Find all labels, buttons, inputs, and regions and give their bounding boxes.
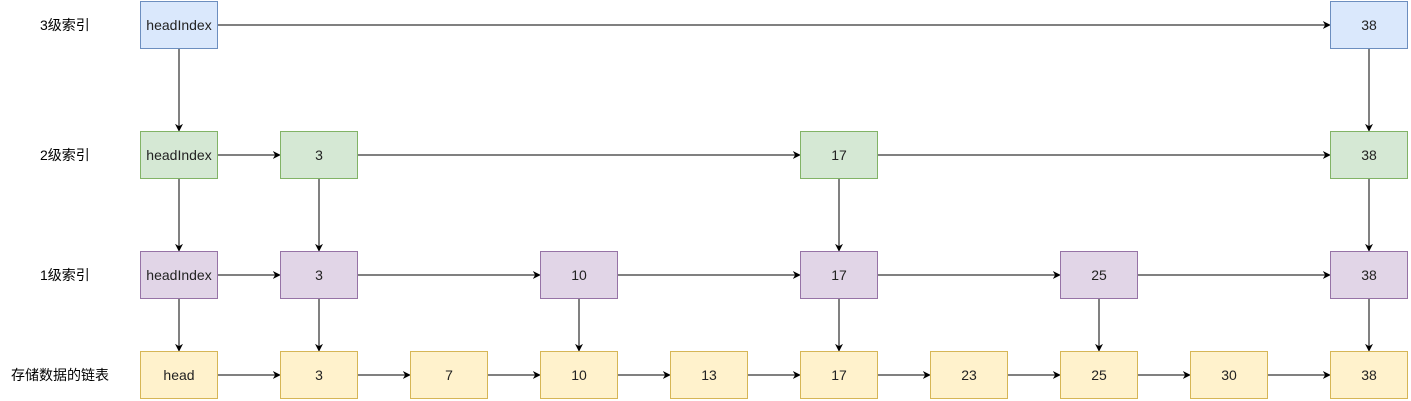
- l2-node-17: 17: [800, 131, 878, 179]
- level1-label: 1级索引: [40, 267, 90, 283]
- data-node-30: 30: [1190, 351, 1268, 399]
- level2-label: 2级索引: [40, 147, 90, 163]
- l1-node-headindex: headIndex: [140, 251, 218, 299]
- data-node-7: 7: [410, 351, 488, 399]
- l1-node-3: 3: [280, 251, 358, 299]
- data-list-label: 存储数据的链表: [11, 367, 109, 383]
- data-node-38: 38: [1330, 351, 1408, 399]
- data-node-10: 10: [540, 351, 618, 399]
- data-node-25: 25: [1060, 351, 1138, 399]
- data-node-17: 17: [800, 351, 878, 399]
- level3-label: 3级索引: [40, 17, 90, 33]
- l3-node-38: 38: [1330, 1, 1408, 49]
- data-node-3: 3: [280, 351, 358, 399]
- l2-node-38: 38: [1330, 131, 1408, 179]
- l1-node-38: 38: [1330, 251, 1408, 299]
- l1-node-17: 17: [800, 251, 878, 299]
- l3-node-headindex: headIndex: [140, 1, 218, 49]
- l2-node-3: 3: [280, 131, 358, 179]
- l2-node-headindex: headIndex: [140, 131, 218, 179]
- l1-node-10: 10: [540, 251, 618, 299]
- l1-node-25: 25: [1060, 251, 1138, 299]
- data-node-head: head: [140, 351, 218, 399]
- data-node-13: 13: [670, 351, 748, 399]
- data-node-23: 23: [930, 351, 1008, 399]
